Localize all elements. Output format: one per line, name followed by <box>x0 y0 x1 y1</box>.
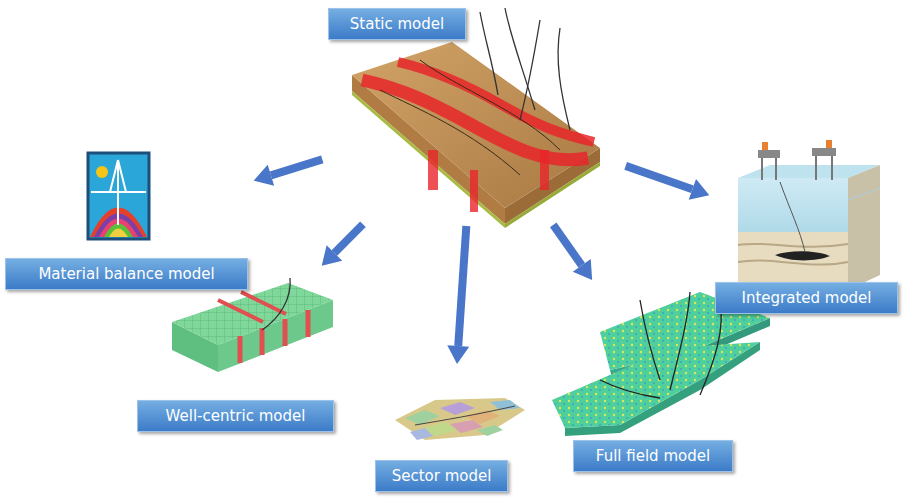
model-label: Well-centric model <box>137 400 334 432</box>
model-label: Integrated model <box>715 282 898 314</box>
flow-arrow <box>322 224 363 265</box>
model-node: Well-centric model <box>137 270 337 432</box>
model-label: Full field model <box>573 440 733 472</box>
model-label: Static model <box>328 8 466 40</box>
well-centric-picture <box>172 278 333 372</box>
model-label: Sector model <box>375 460 508 492</box>
flow-arrow <box>254 159 323 185</box>
material-balance-icon <box>88 153 149 239</box>
flow-arrow <box>553 225 592 280</box>
integrated-picture <box>738 140 880 290</box>
sector-picture <box>395 398 525 440</box>
flow-arrow <box>626 166 710 200</box>
model-node: Integrated model <box>715 145 898 314</box>
model-node: Sector model <box>375 370 530 492</box>
model-node: Static model <box>328 5 620 220</box>
model-node: Material balance model <box>5 150 248 290</box>
static-model-picture <box>352 8 600 228</box>
model-label: Material balance model <box>5 258 248 290</box>
flow-arrow <box>447 226 469 364</box>
